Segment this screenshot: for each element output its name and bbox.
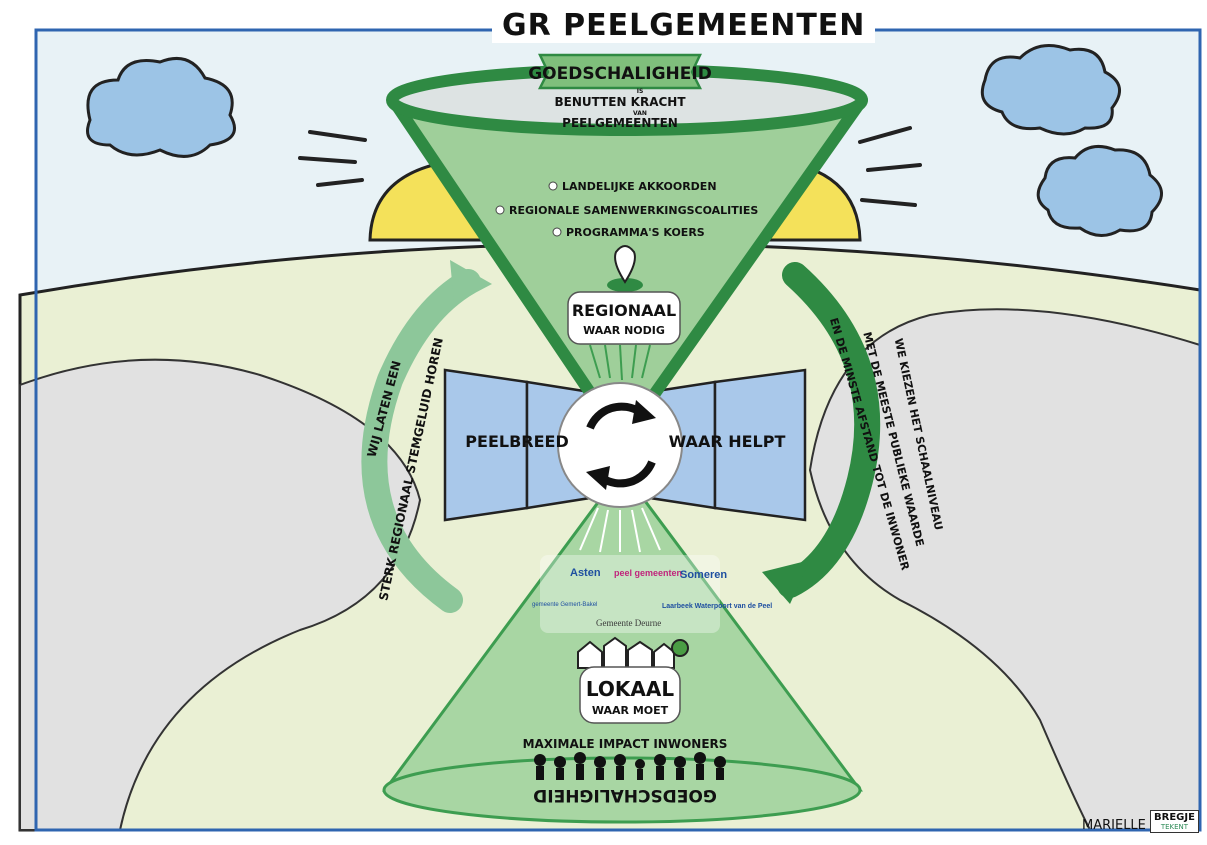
credit-logo: BREGJE TEKENT	[1150, 810, 1199, 833]
map-pin-icon	[607, 245, 643, 292]
curved-arrow-icon	[762, 262, 881, 604]
road-left	[19, 358, 422, 831]
bullet-item-1: LANDELIJKE AKKOORDEN	[562, 180, 717, 193]
bullet-icon	[548, 181, 558, 191]
top-subtitle-line3: VAN	[633, 110, 647, 117]
bullet-icon	[495, 205, 505, 215]
municipality-logos-area	[540, 555, 720, 633]
regional-label-box	[567, 291, 681, 345]
logo-gemert-bakel: gemeente Gemert-Bakel	[532, 602, 597, 608]
people-icon	[534, 752, 726, 780]
logo-laarbeek: Laarbeek Waterpoort van de Peel	[662, 603, 772, 610]
credit-logo-text: BREGJE	[1154, 812, 1195, 823]
bullet-item-2: REGIONALE SAMENWERKINGSCOALITIES	[509, 204, 758, 217]
cloud-icon	[86, 57, 236, 158]
top-subtitle-line4: PEELGEMEENTEN	[562, 116, 678, 130]
left-panel-label: PEELBREED	[465, 432, 568, 451]
credit-name: MARIELLE	[1082, 818, 1146, 833]
bottom-funnel	[382, 467, 863, 824]
top-subtitle-line1: IS	[637, 88, 644, 95]
top-banner-text: GOEDSCHALIGHEID	[528, 64, 712, 84]
local-title: LOKAAL	[586, 677, 674, 701]
cloud-icon	[1036, 144, 1163, 237]
curved-arrow-icon	[361, 260, 492, 613]
road-right	[808, 308, 1201, 831]
regional-subtitle: WAAR NODIG	[583, 324, 665, 337]
impact-label: MAXIMALE IMPACT INWONERS	[523, 737, 728, 751]
top-subtitle-line2: BENUTTEN KRACHT	[554, 95, 686, 109]
logo-asten: Asten	[570, 567, 601, 579]
top-banner	[537, 53, 703, 90]
right-panel-label: WAAR HELPT	[669, 432, 786, 451]
flow-arrows-top	[589, 344, 651, 381]
local-subtitle: WAAR MOET	[592, 704, 669, 717]
logo-deurne: Gemeente Deurne	[596, 618, 661, 628]
logo-peelgemeenten: peel gemeenten	[614, 568, 682, 578]
page-title: GR PEELGEMEENTEN	[492, 8, 876, 43]
cloud-icon	[980, 44, 1121, 136]
local-label-box	[579, 666, 681, 724]
regional-title: REGIONAAL	[572, 301, 676, 320]
refresh-cycle-icon	[557, 382, 683, 508]
logo-someren: Someren	[680, 569, 727, 581]
credit-logo-sub: TEKENT	[1160, 823, 1189, 831]
bullet-icon	[552, 227, 562, 237]
flow-arrows-bottom	[579, 507, 661, 553]
bottom-banner-text: GOEDSCHALIGHEID	[533, 785, 717, 805]
bullet-item-3: PROGRAMMA'S KOERS	[566, 226, 705, 239]
